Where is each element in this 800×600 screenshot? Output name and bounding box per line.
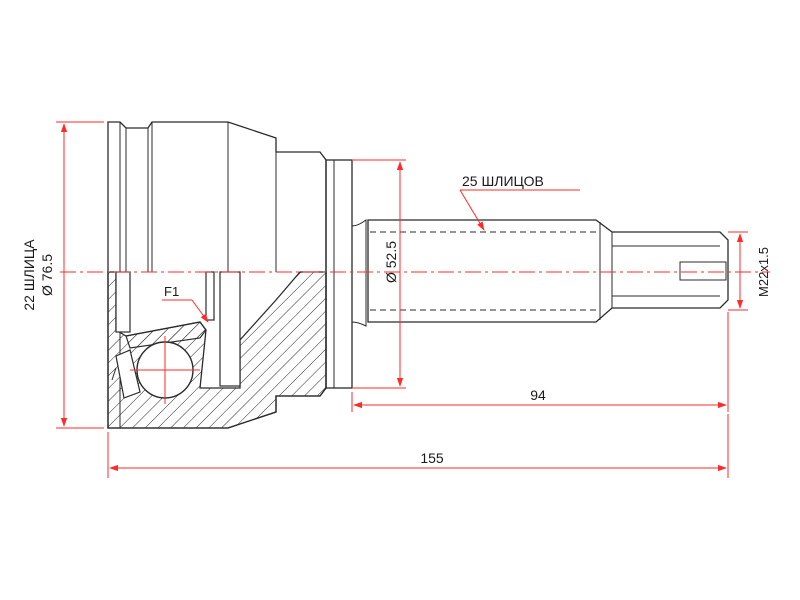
housing-section-hatch	[107, 271, 327, 429]
dim-seal-diameter	[352, 159, 406, 389]
outer-spline-count-label: 25 ШЛИЦОВ	[462, 173, 544, 189]
inner-spline-count-label: 22 ШЛИЦА	[21, 239, 37, 311]
seal-diameter-label: Ø 52.5	[383, 241, 399, 283]
dim-outer-diameter	[56, 121, 104, 429]
shaft-length-label: 94	[530, 387, 546, 403]
total-length-label: 155	[420, 450, 444, 466]
dim-thread	[728, 231, 748, 311]
leader-outer-splines	[459, 189, 580, 231]
outer-diameter-label: Ø 76.5	[39, 254, 55, 296]
ball	[130, 336, 200, 404]
shaft	[367, 219, 729, 323]
leader-ring	[162, 299, 209, 323]
thread-label: M22x1.5	[756, 247, 771, 297]
seal-flange	[325, 159, 367, 389]
ring-label: F1	[164, 284, 179, 299]
dim-total-length	[107, 414, 729, 478]
dim-shaft-length	[351, 312, 729, 412]
